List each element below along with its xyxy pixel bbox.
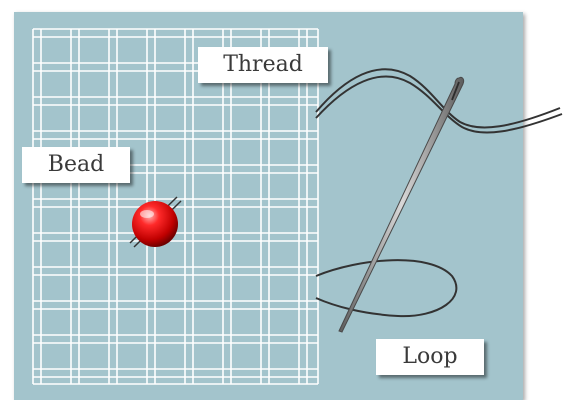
- thread-strand-upper-2: [315, 75, 563, 134]
- red-bead-icon: [129, 196, 182, 248]
- label-thread: Thread: [198, 47, 328, 83]
- label-loop: Loop: [376, 339, 484, 375]
- needle-icon: [338, 76, 465, 333]
- label-bead: Bead: [22, 147, 130, 183]
- thread-loop: [315, 259, 458, 318]
- thread-strand-upper: [315, 68, 561, 129]
